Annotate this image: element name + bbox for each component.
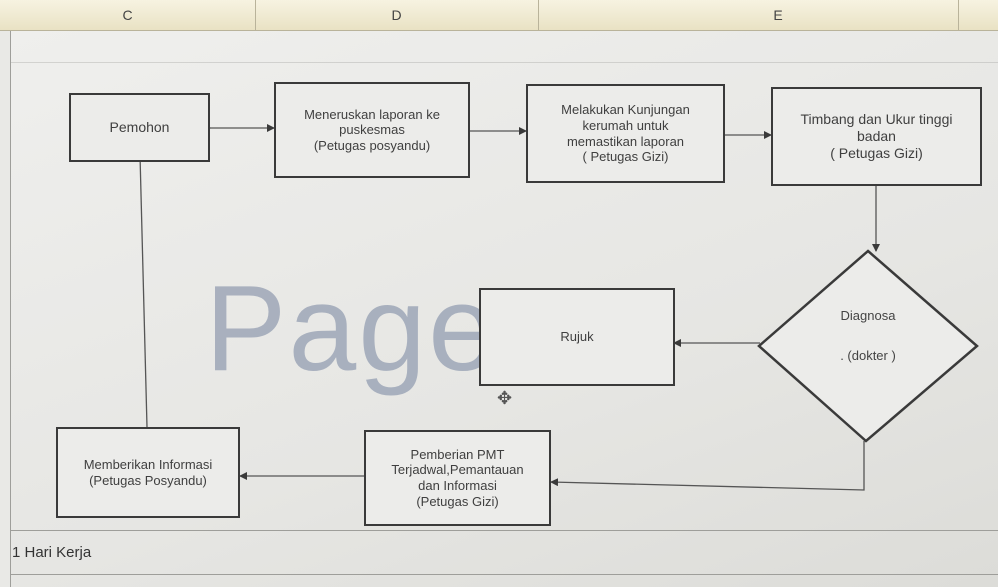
pemohon-box[interactable]: Pemohon [69, 93, 210, 162]
meneruskan-laporan-box[interactable]: Meneruskan laporan ke puskesmas (Petugas… [274, 82, 470, 178]
duration-cell[interactable]: 1 Hari Kerja [12, 544, 92, 561]
move-cursor-icon: ✥ [497, 388, 513, 408]
grid-line [10, 574, 998, 575]
rujuk-box[interactable]: Rujuk [479, 288, 675, 386]
memberikan-informasi-box[interactable]: Memberikan Informasi (Petugas Posyandu) [56, 427, 240, 518]
diagnosa-label: Diagnosa [840, 308, 896, 323]
column-header-e[interactable]: E [598, 0, 959, 30]
diagnosa-sub-label: . (dokter ) [840, 348, 896, 363]
column-header-c[interactable]: C [0, 0, 256, 30]
kunjungan-box[interactable]: Melakukan Kunjungan kerumah untuk memast… [526, 84, 725, 183]
grid-line [10, 62, 998, 63]
grid-line [10, 31, 11, 587]
grid-line [10, 530, 998, 531]
column-header-bar: C D E [0, 0, 998, 31]
column-header-d[interactable]: D [255, 0, 539, 30]
page-watermark: Page [205, 260, 498, 396]
pemberian-pmt-box[interactable]: Pemberian PMT Terjadwal,Pemantauan dan I… [364, 430, 551, 526]
diagnosa-diamond[interactable] [757, 249, 979, 443]
timbang-ukur-box[interactable]: Timbang dan Ukur tinggi badan ( Petugas … [771, 87, 982, 186]
